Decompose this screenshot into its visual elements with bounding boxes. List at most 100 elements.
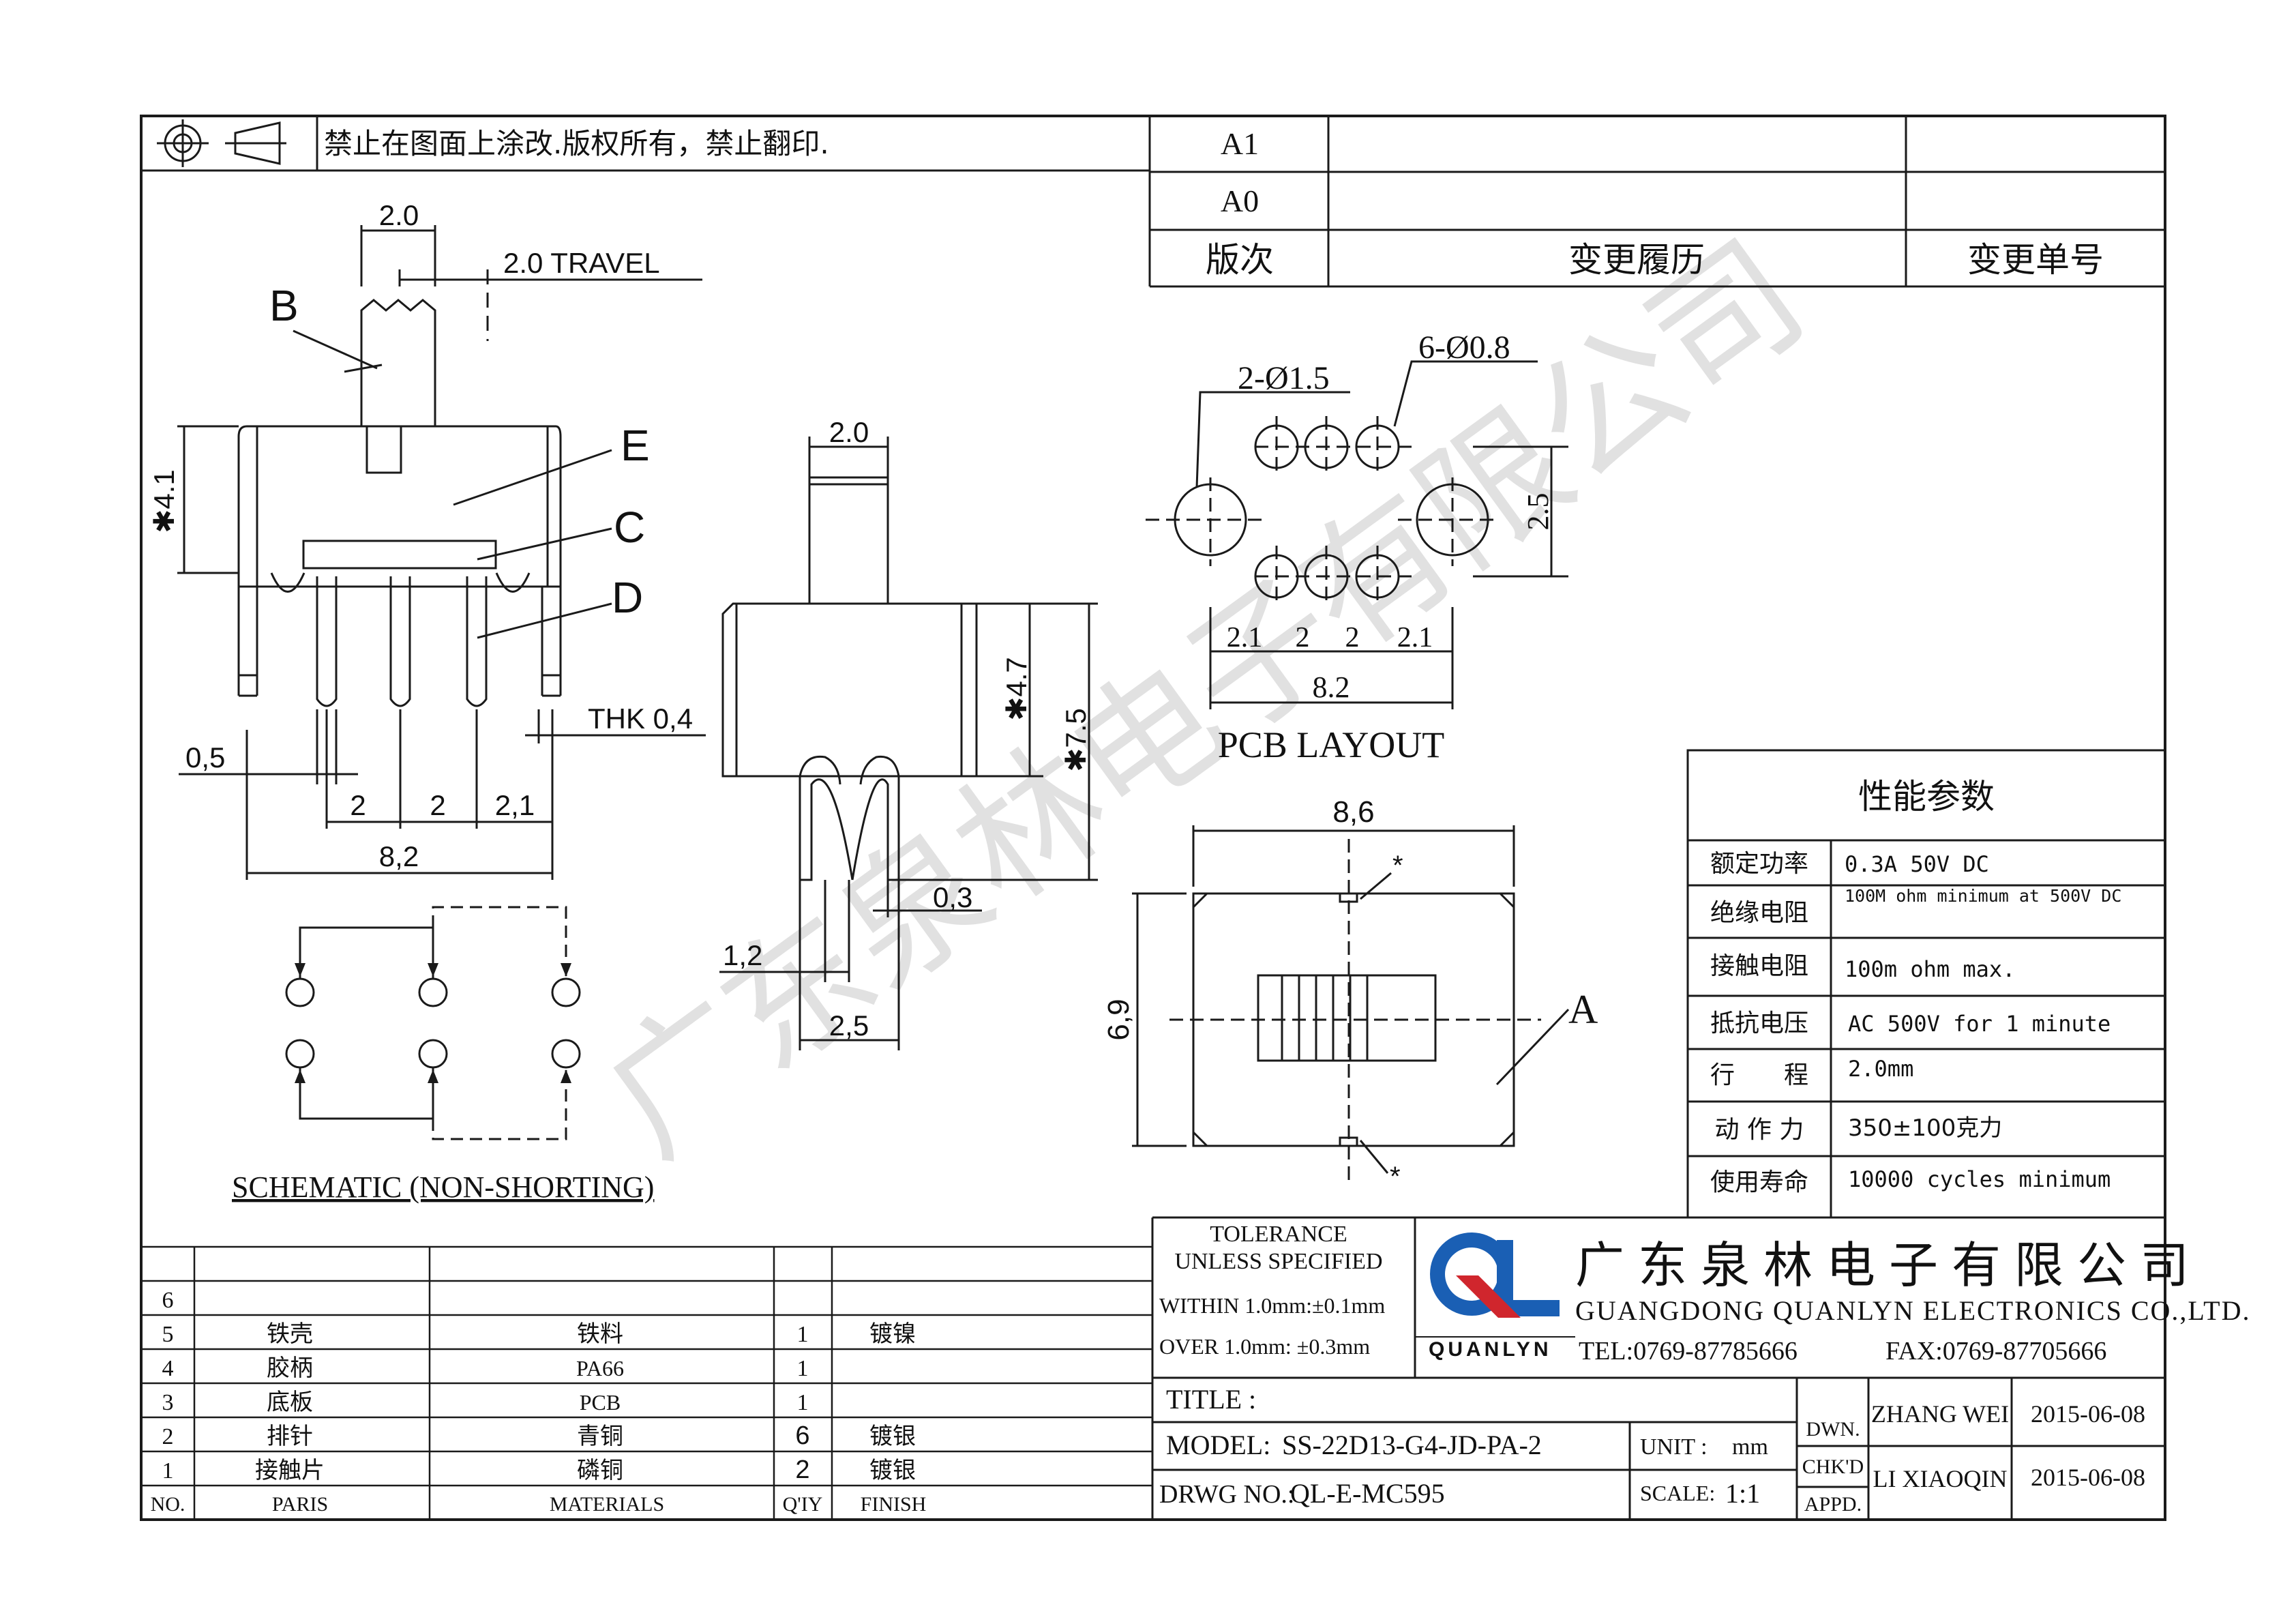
title-label: TITLE : xyxy=(1166,1384,1256,1415)
spec-value: 350±100克力 xyxy=(1848,1114,2002,1142)
specs-rows: 额定功率 0.3A 50V DC 绝缘电阻 100M ohm minimum a… xyxy=(1710,850,2121,1196)
top-dim-w: 8,6 xyxy=(1332,795,1374,829)
spec-key: 使用寿命 xyxy=(1710,1168,1808,1196)
top-dim-h: 6,9 xyxy=(1102,999,1135,1040)
top-view xyxy=(1132,825,1570,1187)
revision-table xyxy=(1148,116,2165,288)
chk-date: 2015-06-08 xyxy=(2031,1464,2145,1491)
parts-header-material: MATERIALS xyxy=(550,1493,664,1516)
part-qty: 6 xyxy=(795,1421,809,1450)
spec-key: 行 程 xyxy=(1710,1061,1808,1089)
company-name-cn: 广东泉林电子有限公司 xyxy=(1575,1237,2203,1294)
watermark: 广东泉林电子有限公司 xyxy=(576,210,1833,1187)
spec-value: 10000 cycles minimum xyxy=(1848,1166,2111,1192)
pcb-dim-pitch-2: 2 xyxy=(1296,622,1310,653)
model-value: SS-22D13-G4-JD-PA-2 xyxy=(1282,1430,1542,1460)
part-material: 青铜 xyxy=(577,1423,623,1450)
side-dim-pitch-1: 2 xyxy=(350,789,366,821)
drwg-label: DRWG NO.: xyxy=(1159,1480,1294,1509)
scale-value: 1:1 xyxy=(1725,1478,1760,1509)
side-view xyxy=(177,225,706,880)
quanlyn-logo-icon xyxy=(1430,1232,1560,1318)
parts-header-no: NO. xyxy=(151,1493,185,1516)
label-c: C xyxy=(614,503,645,552)
schematic-title: SCHEMATIC (NON-SHORTING) xyxy=(232,1170,654,1204)
pcb-dim-pitch-4: 2.1 xyxy=(1397,622,1433,653)
label-a: A xyxy=(1568,987,1598,1032)
pcb-dim-v: 2.5 xyxy=(1521,493,1555,531)
end-dim-h2: ✱7.5 xyxy=(1060,708,1092,772)
spec-key: 接触电阻 xyxy=(1710,952,1808,980)
model-label: MODEL: xyxy=(1166,1430,1270,1460)
spec-key: 额定功率 xyxy=(1710,850,1808,878)
pcb-dim-total: 8.2 xyxy=(1313,670,1350,704)
spec-value: AC 500V for 1 minute xyxy=(1848,1011,2111,1037)
part-no: 2 xyxy=(162,1424,174,1449)
logo-text: QUANLYN xyxy=(1429,1338,1552,1361)
revision-header-number: 变更单号 xyxy=(1967,240,2104,280)
revision-header-version: 版次 xyxy=(1206,240,1274,280)
notice-header xyxy=(141,116,1150,172)
dwn-date: 2015-06-08 xyxy=(2031,1400,2145,1428)
company-tel: TEL:0769-87785666 xyxy=(1579,1337,1798,1365)
part-name: 铁壳 xyxy=(267,1320,313,1348)
pcb-dim-pitch-1: 2.1 xyxy=(1227,622,1263,653)
side-dim-pin: 0,5 xyxy=(185,741,225,773)
side-dim-pitch-3: 2,1 xyxy=(495,789,535,821)
specs-table xyxy=(1686,749,2166,1219)
pcb-hole-large: 2-Ø1.5 xyxy=(1238,360,1330,396)
part-name: 排针 xyxy=(267,1423,313,1450)
part-name: 胶柄 xyxy=(267,1355,313,1382)
end-view xyxy=(719,437,1098,1050)
parts-header-finish: FINISH xyxy=(861,1493,927,1516)
end-dim-a: 1,2 xyxy=(723,939,762,971)
dwn-name: ZHANG WEI xyxy=(1871,1400,2009,1428)
pcb-hole-small: 6-Ø0.8 xyxy=(1418,329,1510,366)
top-mark-upper: * xyxy=(1392,851,1403,881)
spec-key: 抵抗电压 xyxy=(1710,1009,1808,1037)
side-dim-width: 2.0 xyxy=(379,199,419,231)
tolerance-line3: WITHIN 1.0mm:±0.1mm xyxy=(1159,1293,1385,1318)
part-finish: 镀银 xyxy=(869,1457,916,1484)
part-name: 底板 xyxy=(267,1389,313,1416)
parts-header-part: PARIS xyxy=(272,1493,328,1516)
part-no: 1 xyxy=(162,1458,174,1483)
part-finish: 镀镍 xyxy=(869,1320,916,1348)
revision-a1: A1 xyxy=(1221,126,1259,161)
part-name: 接触片 xyxy=(255,1457,325,1484)
end-dim-b: 2,5 xyxy=(829,1009,869,1042)
spec-value: 100M ohm minimum at 500V DC xyxy=(1845,886,2121,906)
part-material: 磷铜 xyxy=(577,1457,623,1484)
specs-title: 性能参数 xyxy=(1858,777,1995,816)
end-dim-top: 2.0 xyxy=(829,416,869,448)
label-e: E xyxy=(621,421,650,470)
part-no: 5 xyxy=(162,1322,174,1347)
company-fax: FAX:0769-87705666 xyxy=(1885,1337,2106,1365)
spec-value: 0.3A 50V DC xyxy=(1845,851,1989,877)
pcb-layout xyxy=(1146,360,1568,709)
parts-table xyxy=(141,1245,1152,1520)
revision-header-history: 变更履历 xyxy=(1568,240,1705,280)
part-material: PA66 xyxy=(576,1356,624,1381)
part-qty: 1 xyxy=(797,1322,809,1347)
parts-rows: 6 5 铁壳 铁料 1 镀镍 4 胶柄 PA66 1 3 底板 PCB 1 2 … xyxy=(151,1288,927,1516)
spec-value: 2.0mm xyxy=(1848,1056,1913,1082)
pcb-layout-title: PCB LAYOUT xyxy=(1218,724,1445,765)
part-no: 3 xyxy=(162,1390,174,1415)
scale-label: SCALE: xyxy=(1640,1481,1715,1505)
part-qty: 1 xyxy=(797,1356,809,1381)
chk-name: LI XIAOQIN xyxy=(1873,1465,2008,1492)
part-material: 铁料 xyxy=(577,1320,623,1348)
company-name-en: GUANGDONG QUANLYN ELECTRONICS CO.,LTD. xyxy=(1575,1295,2251,1326)
part-qty: 2 xyxy=(795,1456,809,1484)
unit-value: mm xyxy=(1732,1434,1768,1460)
unit-label: UNIT : xyxy=(1640,1434,1708,1460)
tolerance-line4: OVER 1.0mm: ±0.3mm xyxy=(1159,1334,1370,1359)
schematic-arrows xyxy=(295,963,571,1083)
top-mark-lower: * xyxy=(1390,1162,1401,1192)
chkd-label: CHK'D xyxy=(1802,1456,1864,1478)
label-b: B xyxy=(269,281,299,330)
dwn-label: DWN. xyxy=(1806,1418,1860,1441)
side-dim-pitch-2: 2 xyxy=(430,789,445,821)
